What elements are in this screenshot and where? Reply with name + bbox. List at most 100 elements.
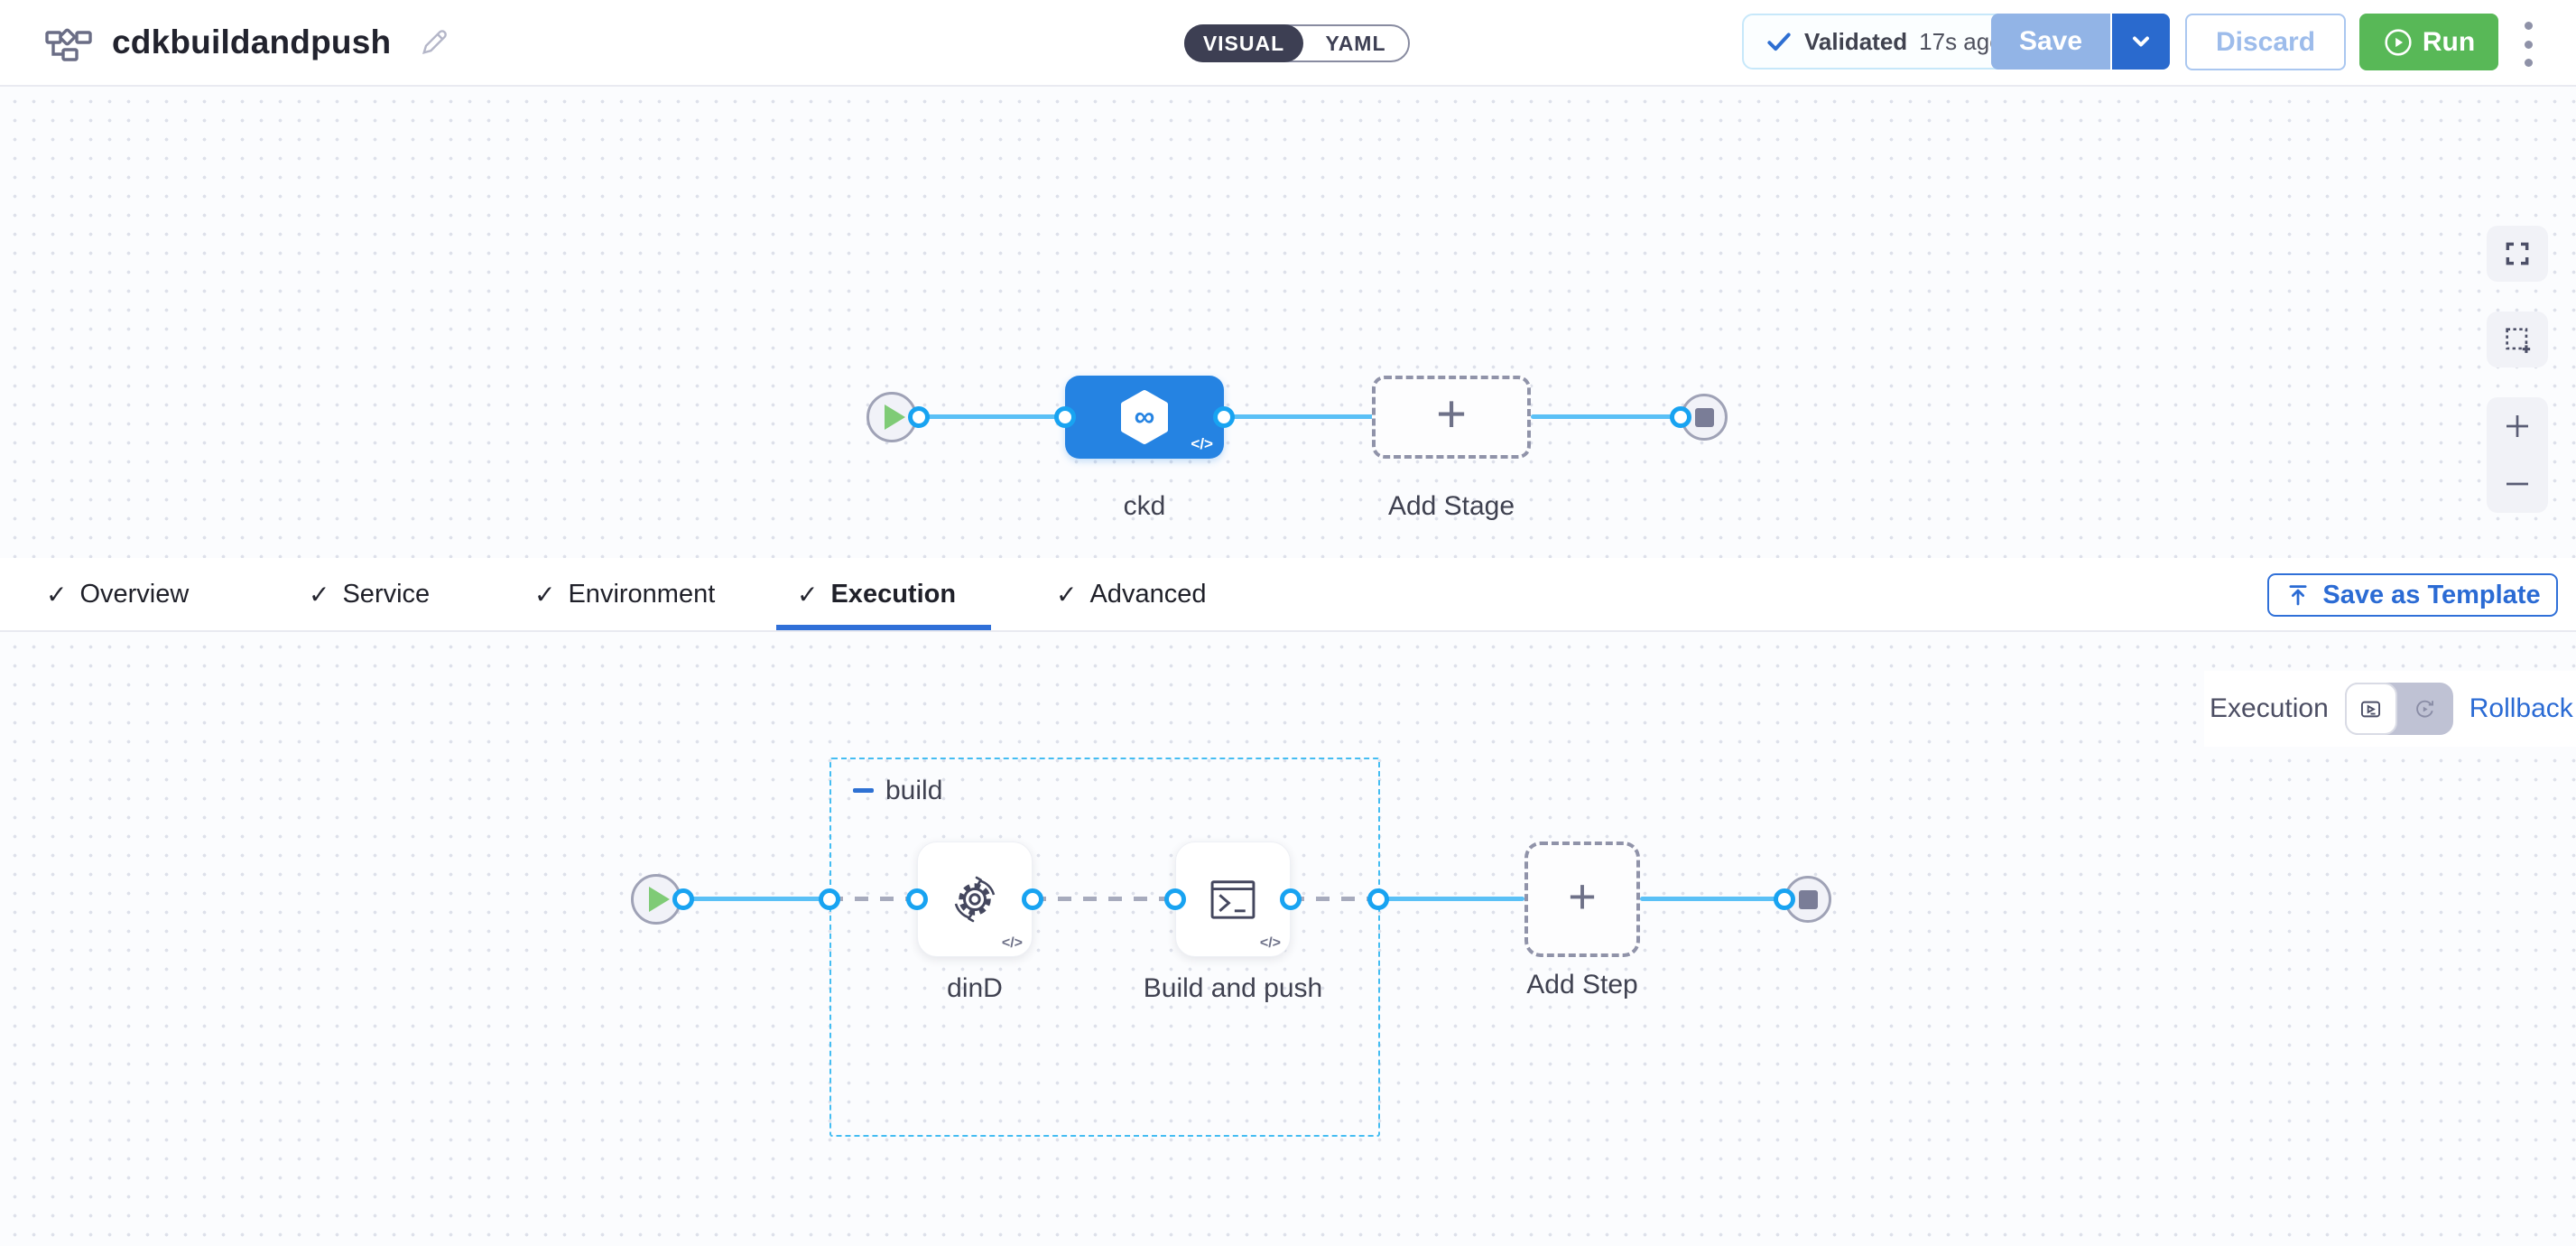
save-as-template-button[interactable]: Save as Template [2267, 573, 2558, 617]
discard-button[interactable]: Discard [2185, 14, 2346, 70]
validated-check-icon [1767, 33, 1791, 51]
group-name-label: build [885, 776, 943, 805]
tab-label: Environment [568, 579, 716, 609]
tab-label: Service [342, 579, 431, 609]
step-node-dind[interactable]: </> [917, 842, 1033, 957]
active-tab-underline [776, 625, 991, 630]
step-connector-line [683, 897, 829, 901]
tab-overview[interactable]: ✓ Overview [46, 558, 189, 630]
upload-template-icon [2289, 585, 2307, 606]
plus-icon: + [1568, 869, 1597, 924]
rollback-view-segment[interactable] [2397, 697, 2453, 721]
check-icon: ✓ [309, 580, 330, 609]
stage-graph-canvas[interactable]: ∞ </> + ckd Add Stage [0, 87, 2576, 558]
chevron-down-icon [2133, 36, 2149, 47]
yaml-mode-tab[interactable]: YAML [1325, 31, 1386, 55]
step-connector-dashed [829, 897, 917, 901]
step-yaml-code-icon[interactable]: </> [1001, 935, 1023, 951]
connector-port[interactable] [1213, 406, 1235, 428]
add-stage-label: Add Stage [1387, 491, 1515, 521]
svg-text:∞: ∞ [1135, 400, 1155, 432]
connector-port[interactable] [1280, 888, 1302, 910]
execution-view-segment[interactable] [2344, 683, 2397, 735]
pipeline-name: cdkbuildandpush [112, 23, 392, 60]
tab-label: Overview [79, 579, 190, 609]
save-options-button[interactable] [2110, 14, 2170, 70]
pipeline-title-group: cdkbuildandpush [43, 0, 450, 85]
connector-port[interactable] [819, 888, 840, 910]
step-label: Build and push [1143, 973, 1323, 1003]
step-connector-dashed [1291, 897, 1378, 901]
plus-icon: + [1436, 385, 1467, 443]
stage-connector-line [919, 414, 1067, 419]
step-connector-line [1378, 897, 1524, 901]
service-dependency-gear-icon [954, 876, 996, 923]
save-button[interactable]: Save [1991, 14, 2110, 70]
tab-execution[interactable]: ✓ Execution [797, 558, 956, 630]
step-label: dinD [947, 973, 1003, 1003]
add-stage-button[interactable]: + [1372, 376, 1531, 459]
execution-mode-label: Execution [2210, 693, 2329, 723]
tab-environment[interactable]: ✓ Environment [534, 558, 715, 630]
execution-graph-canvas[interactable]: Execution Rollback [0, 632, 2576, 1246]
run-button[interactable]: Run [2359, 14, 2498, 70]
rollback-circular-icon [2416, 700, 2434, 718]
check-icon: ✓ [534, 580, 556, 609]
minus-icon [2507, 482, 2528, 486]
visual-yaml-toggle[interactable]: VISUAL YAML [1184, 24, 1410, 62]
add-step-button[interactable]: + [1524, 842, 1640, 957]
start-play-icon [649, 887, 670, 912]
execution-rollback-panel: Execution Rollback [2204, 671, 2576, 747]
execution-rollback-toggle[interactable] [2344, 683, 2453, 735]
stage-node-ckd[interactable]: ∞ </> [1065, 376, 1224, 459]
tab-service[interactable]: ✓ Service [309, 558, 430, 630]
step-group-build[interactable]: build [829, 758, 1380, 1137]
stage-connector-line [1531, 414, 1682, 419]
connector-port[interactable] [1054, 406, 1076, 428]
connector-port[interactable] [1670, 406, 1691, 428]
execution-view-icon [2361, 701, 2381, 717]
step-connector-dashed [1033, 897, 1175, 901]
connector-port[interactable] [1164, 888, 1186, 910]
tab-advanced[interactable]: ✓ Advanced [1056, 558, 1206, 630]
more-options-kebab-icon[interactable] [2516, 22, 2540, 67]
step-node-build-and-push[interactable]: </> [1175, 842, 1291, 957]
pipeline-header: cdkbuildandpush VISUAL YAML Validated 17… [0, 0, 2576, 87]
connector-port[interactable] [1774, 888, 1795, 910]
collapse-group-icon[interactable] [853, 788, 874, 793]
rollback-link[interactable]: Rollback [2469, 693, 2573, 723]
connector-port[interactable] [906, 888, 928, 910]
marquee-select-icon [2506, 328, 2531, 353]
tab-label: Execution [830, 579, 957, 609]
run-play-icon [2385, 28, 2412, 56]
step-connector-line [1640, 897, 1784, 901]
connector-port[interactable] [1022, 888, 1043, 910]
edit-pencil-icon[interactable] [418, 26, 450, 59]
start-play-icon [885, 404, 905, 430]
validation-time: 17s ago [1919, 27, 2003, 55]
fullscreen-button[interactable] [2487, 226, 2548, 282]
step-yaml-code-icon[interactable]: </> [1259, 935, 1281, 951]
check-icon: ✓ [1056, 580, 1078, 609]
validation-badge[interactable]: Validated 17s ago [1742, 14, 2026, 70]
pipeline-flowchart-icon [45, 28, 92, 61]
fullscreen-icon [2506, 242, 2529, 265]
connector-port[interactable] [908, 406, 930, 428]
stage-yaml-code-icon[interactable]: </> [1191, 435, 1213, 452]
ci-stage-hexagon-icon: ∞ [1121, 390, 1168, 444]
multi-select-button[interactable] [2487, 312, 2548, 367]
zoom-in-button[interactable] [2487, 397, 2548, 455]
zoom-controls [2487, 397, 2548, 513]
zoom-out-button[interactable] [2487, 455, 2548, 513]
check-icon: ✓ [46, 580, 68, 609]
tab-label: Advanced [1089, 579, 1207, 609]
visual-mode-tab[interactable]: VISUAL [1184, 24, 1303, 62]
connector-port[interactable] [672, 888, 694, 910]
connector-port[interactable] [1367, 888, 1389, 910]
plus-icon [2507, 415, 2528, 437]
add-step-label: Add Step [1526, 970, 1638, 1000]
save-as-template-label: Save as Template [2322, 580, 2541, 609]
end-stop-icon [1694, 407, 1714, 427]
save-split-button: Save [1991, 14, 2170, 70]
